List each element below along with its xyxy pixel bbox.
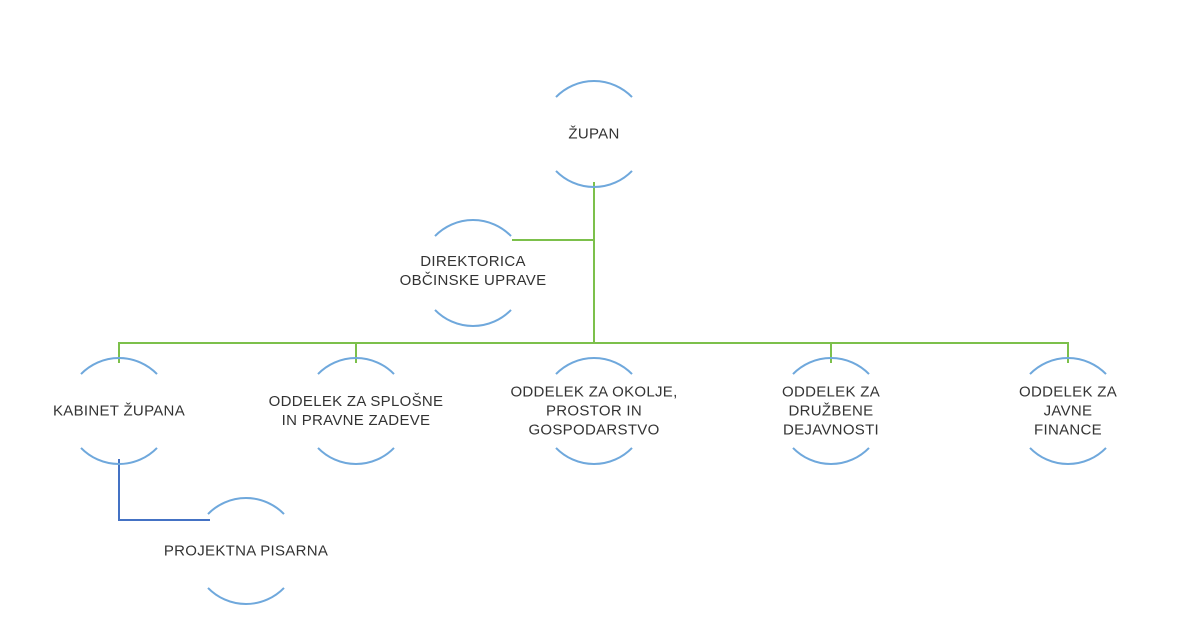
node-direktorica-label: DIREKTORICA OBČINSKE UPRAVE	[399, 253, 547, 289]
node-direktorica-top-arc	[434, 219, 512, 237]
node-zupan-bottom-arc	[555, 170, 633, 188]
node-okolje-bottom-arc	[555, 447, 633, 465]
node-kabinet-label: KABINET ŽUPANA	[52, 402, 186, 420]
node-druzbene-label: ODDELEK ZA DRUŽBENE DEJAVNOSTI	[781, 383, 881, 439]
node-zupan-label: ŽUPAN	[568, 125, 620, 143]
node-pisarna-top-arc	[207, 497, 285, 515]
node-splosne-label: ODDELEK ZA SPLOŠNE IN PRAVNE ZADEVE	[268, 393, 444, 429]
node-arcs	[80, 80, 1107, 605]
node-zupan-top-arc	[555, 80, 633, 98]
node-splosne-bottom-arc	[317, 447, 395, 465]
node-druzbene-bottom-arc	[792, 447, 870, 465]
node-okolje-label: ODDELEK ZA OKOLJE, PROSTOR IN GOSPODARST…	[510, 383, 678, 439]
node-kabinet-bottom-arc	[80, 447, 158, 465]
node-splosne-top-arc	[317, 357, 395, 375]
connector-lines	[118, 182, 1069, 521]
node-direktorica-bottom-arc	[434, 309, 512, 327]
node-okolje-top-arc	[555, 357, 633, 375]
node-finance-bottom-arc	[1029, 447, 1107, 465]
node-druzbene-top-arc	[792, 357, 870, 375]
node-pisarna-label: PROJEKTNA PISARNA	[163, 542, 329, 560]
node-pisarna-bottom-arc	[207, 587, 285, 605]
node-finance-top-arc	[1029, 357, 1107, 375]
node-finance-label: ODDELEK ZA JAVNE FINANCE	[1018, 383, 1118, 439]
node-kabinet-top-arc	[80, 357, 158, 375]
